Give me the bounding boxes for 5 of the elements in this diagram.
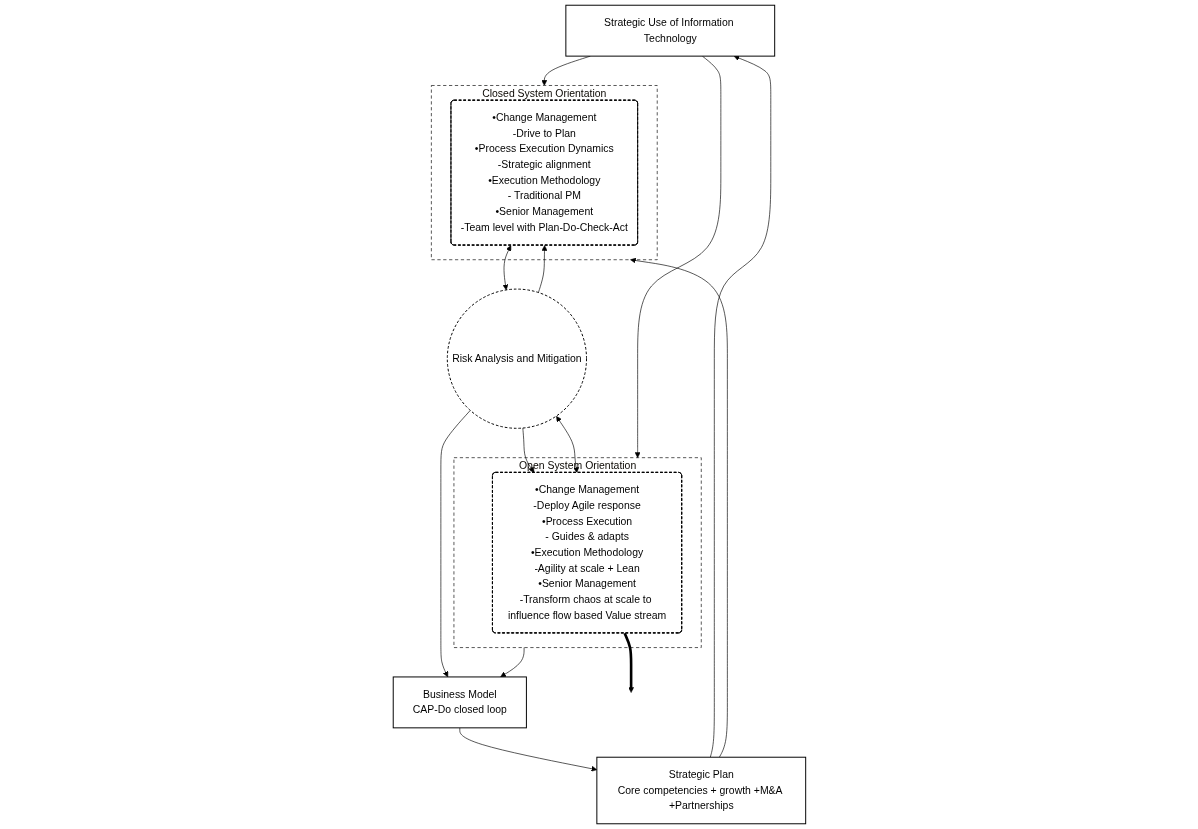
node-box: Strategic Use of Information Technology xyxy=(564,4,775,57)
node-circle: Risk Analysis and Mitigation xyxy=(446,288,587,429)
node-box: Strategic Plan Core competencies + growth +M&A +Partnerships xyxy=(595,756,806,825)
arrow xyxy=(623,632,634,693)
node-box: Business Model CAP-Do closed loop xyxy=(392,676,527,729)
